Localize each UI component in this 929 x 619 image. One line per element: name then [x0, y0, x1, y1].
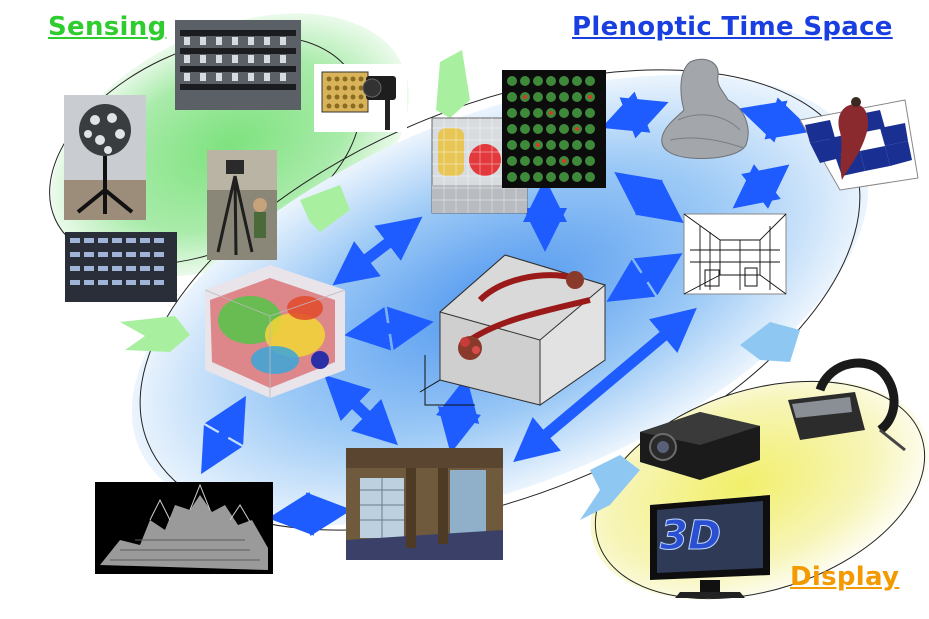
arrow-heatmap-temple — [201, 395, 246, 475]
dancer-checkerboard-image — [799, 97, 919, 191]
arrow-statue-dancer — [739, 97, 813, 143]
flow-arrow-blue — [740, 322, 800, 362]
connector-arrows — [201, 91, 813, 537]
arrow-interior-wireframe — [513, 307, 697, 463]
flow-arrow-blue — [580, 455, 640, 520]
3d-monitor-image — [650, 495, 770, 598]
display-title: Display — [790, 562, 900, 592]
arrow-heatmap-cube — [344, 306, 434, 351]
arrow-grid-wireframe — [614, 171, 684, 224]
flow-arrow-green — [120, 316, 190, 352]
arrow-wireframe-dancer — [732, 164, 790, 209]
spherical-camera-rig-image — [64, 95, 146, 220]
temple-point-cloud-image — [95, 482, 273, 574]
field-capture-rig-image — [207, 150, 277, 260]
camera-array-rack-image — [175, 20, 301, 110]
flow-arrow-green — [436, 50, 470, 118]
projector-image — [640, 412, 760, 480]
plenoptic-time-space-title: Plenoptic Time Space — [572, 12, 893, 42]
lightfield-mosaic-image — [502, 70, 606, 188]
head-mounted-display-image — [788, 358, 906, 452]
sensing-title: Sensing — [48, 12, 167, 42]
arrow-heatmap-lightfield — [332, 216, 423, 286]
arrow-heatmap-interior — [324, 374, 398, 446]
flow-arrow-green — [300, 185, 350, 232]
arrow-temple-interior — [268, 491, 352, 537]
wireframe-room-image — [683, 213, 787, 295]
arrow-grid-statue — [601, 91, 669, 139]
monitor-3d-label: 3D — [659, 513, 722, 560]
arrow-cube-wireframe — [606, 253, 683, 302]
arrow-cube-interior — [436, 376, 481, 454]
volume-heatmap-image — [204, 265, 346, 398]
camera-wall-image — [65, 232, 177, 302]
display-outline — [594, 380, 926, 600]
lightfield-camera-image — [314, 64, 407, 132]
rendered-interior-image — [346, 448, 503, 560]
3d-statue-mesh-image — [661, 58, 749, 159]
plenoptic-cube-image — [419, 254, 606, 406]
